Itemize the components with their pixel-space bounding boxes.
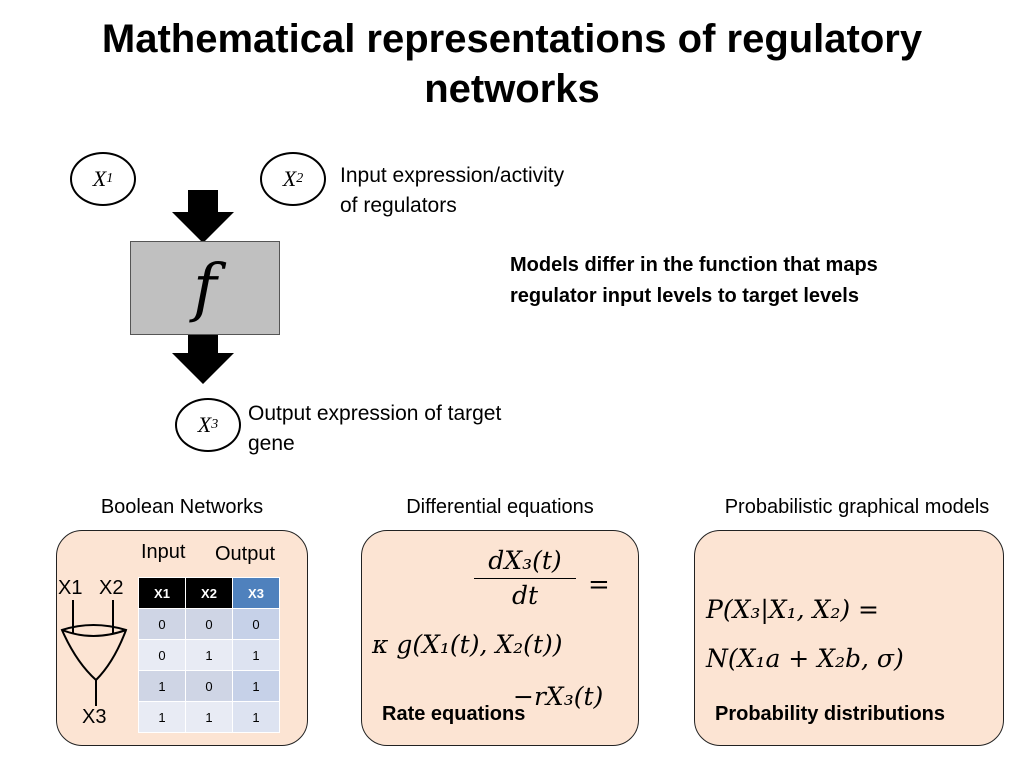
truth-cell: 1 [232, 701, 280, 733]
ode-fraction: dX₃(t) dt [470, 546, 580, 611]
node-x3-sub: 3 [211, 417, 219, 432]
differential-panel [361, 530, 639, 746]
function-box: f [130, 241, 280, 335]
truth-header-x3: X3 [232, 577, 280, 609]
truth-cell: 1 [232, 670, 280, 702]
output-label: Output [215, 543, 276, 565]
truth-table-row: 0 0 0 [138, 608, 280, 640]
node-x2-label: X [282, 166, 297, 191]
output-arrow [172, 333, 234, 384]
node-x2-sub: 2 [296, 171, 304, 186]
probability-distributions-label: Probability distributions [715, 703, 946, 725]
input-label: Input [141, 541, 186, 563]
node-x3-label: X [197, 412, 212, 437]
node-x1-label: X [92, 166, 107, 191]
truth-cell: 0 [138, 639, 186, 671]
differential-panel-label: Differential equations [406, 496, 594, 518]
gate-body [60, 624, 128, 682]
rate-equations-label: Rate equations [382, 703, 526, 725]
truth-cell: 0 [232, 608, 280, 640]
ode-denominator: dt [511, 581, 539, 610]
input-arrow-shape [172, 190, 234, 243]
truth-cell: 0 [185, 608, 233, 640]
page-title: Mathematical representations of regulato… [40, 14, 984, 114]
node-x1-sub: 1 [106, 171, 114, 186]
output-arrow-shape [172, 333, 234, 384]
or-gate-icon [60, 600, 128, 706]
gate-input-1: X1 [58, 577, 83, 599]
truth-cell: 1 [185, 639, 233, 671]
ode-fraction-bar [474, 578, 576, 579]
truth-table-row: 1 1 1 [138, 701, 280, 733]
input-caption-line1: Input expression/activity [340, 164, 565, 187]
ode-numerator: dX₃(t) [488, 546, 562, 575]
input-caption: Input expression/activity of regulators [340, 161, 564, 221]
truth-header-x1: X1 [138, 577, 186, 609]
ode-decay-term: −rX₃(t) [513, 682, 604, 711]
output-caption: Output expression of target gene [248, 399, 501, 459]
gate-output: X3 [82, 706, 107, 728]
models-note: Models differ in the function that maps … [510, 250, 950, 312]
output-caption-line1: Output expression of target [248, 402, 502, 425]
truth-cell: 1 [185, 701, 233, 733]
truth-table-row: 1 0 1 [138, 670, 280, 702]
ode-rhs: κ g(X₁(t), X₂(t)) [372, 630, 563, 659]
truth-table-row: 0 1 1 [138, 639, 280, 671]
truth-cell: 1 [232, 639, 280, 671]
truth-cell: 1 [138, 701, 186, 733]
truth-cell: 0 [138, 608, 186, 640]
truth-cell: 1 [138, 670, 186, 702]
gate-back-curve [61, 629, 127, 637]
output-caption-line2: gene [248, 432, 295, 455]
input-caption-line2: of regulators [340, 194, 457, 217]
truth-table: X1 X2 X3 0 0 0 0 1 1 1 0 1 1 1 1 [138, 577, 280, 733]
prob-eq-line1: P(X₃|X₁, X₂) = [706, 595, 879, 624]
truth-header-x2: X2 [185, 577, 233, 609]
probabilistic-panel-label: Probabilistic graphical models [724, 496, 990, 518]
truth-cell: 0 [185, 670, 233, 702]
title-text: Mathematical representations of regulato… [101, 17, 923, 111]
probabilistic-panel [694, 530, 1004, 746]
boolean-panel-label: Boolean Networks [100, 496, 264, 518]
function-label: f [193, 251, 217, 325]
gate-input-2: X2 [99, 577, 124, 599]
models-note-line2: regulator input levels to target levels [510, 285, 859, 307]
input-arrow [172, 190, 234, 243]
models-note-line1: Models differ in the function that maps [510, 254, 878, 276]
prob-eq-line2: N(X₁a + X₂b, σ) [706, 644, 904, 673]
truth-table-header: X1 X2 X3 [138, 577, 280, 609]
ode-equals: = [588, 570, 610, 600]
